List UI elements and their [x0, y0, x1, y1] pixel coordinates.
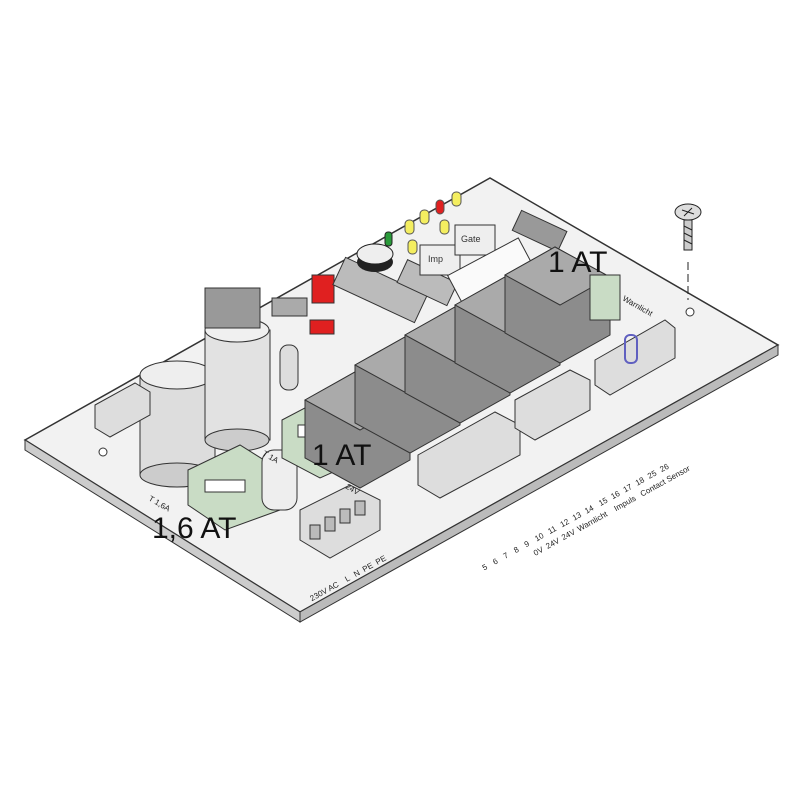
power-terminal-label: N	[352, 568, 362, 579]
imp-button[interactable]: Imp	[419, 244, 461, 276]
terminal-number: 18	[634, 475, 647, 487]
terminal-block[interactable]	[417, 411, 521, 499]
terminal-text: 24V	[544, 536, 561, 551]
imp-button-label: Imp	[428, 254, 443, 264]
relay-fuse-callout: 1 AT	[312, 439, 371, 472]
terminal-text: Sensor	[665, 464, 692, 484]
terminal-block[interactable]	[514, 369, 591, 441]
terminal-number: 17	[622, 482, 635, 494]
power-terminal-block[interactable]	[299, 484, 381, 559]
gate-button-label: Gate	[461, 234, 481, 244]
terminal-number: 6	[491, 556, 500, 566]
terminal-number: 13	[571, 510, 584, 522]
board-edge-right	[299, 344, 779, 623]
terminal-number: 14	[583, 503, 596, 515]
top-connector	[511, 209, 568, 253]
terminal-block-left	[94, 382, 151, 438]
terminal-number: 26	[658, 462, 671, 474]
transformer	[204, 287, 261, 329]
led-yellow	[451, 191, 462, 207]
main-fuse-callout: 1,6 AT	[152, 512, 237, 545]
terminal-number: 11	[546, 524, 558, 536]
ic-chip-long	[332, 256, 428, 324]
terminal-number: 8	[512, 545, 521, 555]
power-terminal-label: L	[343, 573, 352, 583]
mount-hole	[685, 307, 695, 317]
terminal-number: 7	[502, 550, 511, 560]
terminal-number: 16	[609, 489, 622, 501]
gate-button[interactable]: Gate	[454, 224, 496, 256]
warnlight-fuse-callout: 1 AT	[548, 246, 607, 279]
led-yellow	[439, 219, 450, 235]
varistor	[261, 449, 298, 511]
led-yellow	[407, 239, 418, 255]
small-capacitor	[279, 344, 299, 391]
terminal-block[interactable]	[594, 319, 676, 396]
terminal-text: Warnlicht	[576, 509, 610, 533]
terminal-number: 12	[559, 517, 572, 529]
terminal-number: 9	[523, 539, 532, 549]
led-red	[435, 199, 445, 215]
capacitor	[204, 317, 271, 452]
dip-switch-red[interactable]	[309, 319, 335, 335]
warnlight-fuse-holder	[589, 274, 621, 321]
terminal-number: 5	[481, 562, 490, 572]
jumper-bridge	[624, 334, 638, 364]
potentiometer[interactable]	[356, 243, 394, 272]
dip-switch-red[interactable]	[311, 274, 335, 304]
led-green	[384, 231, 393, 247]
terminal-text: 0V	[532, 545, 546, 558]
led-yellow	[419, 209, 430, 225]
terminal-number: 25	[646, 468, 659, 480]
terminal-number: 10	[533, 531, 546, 543]
led-yellow	[404, 219, 415, 235]
terminal-number: 15	[597, 495, 610, 507]
ic-chip	[271, 297, 308, 317]
screw-icon	[674, 203, 702, 300]
mount-hole	[98, 447, 108, 457]
